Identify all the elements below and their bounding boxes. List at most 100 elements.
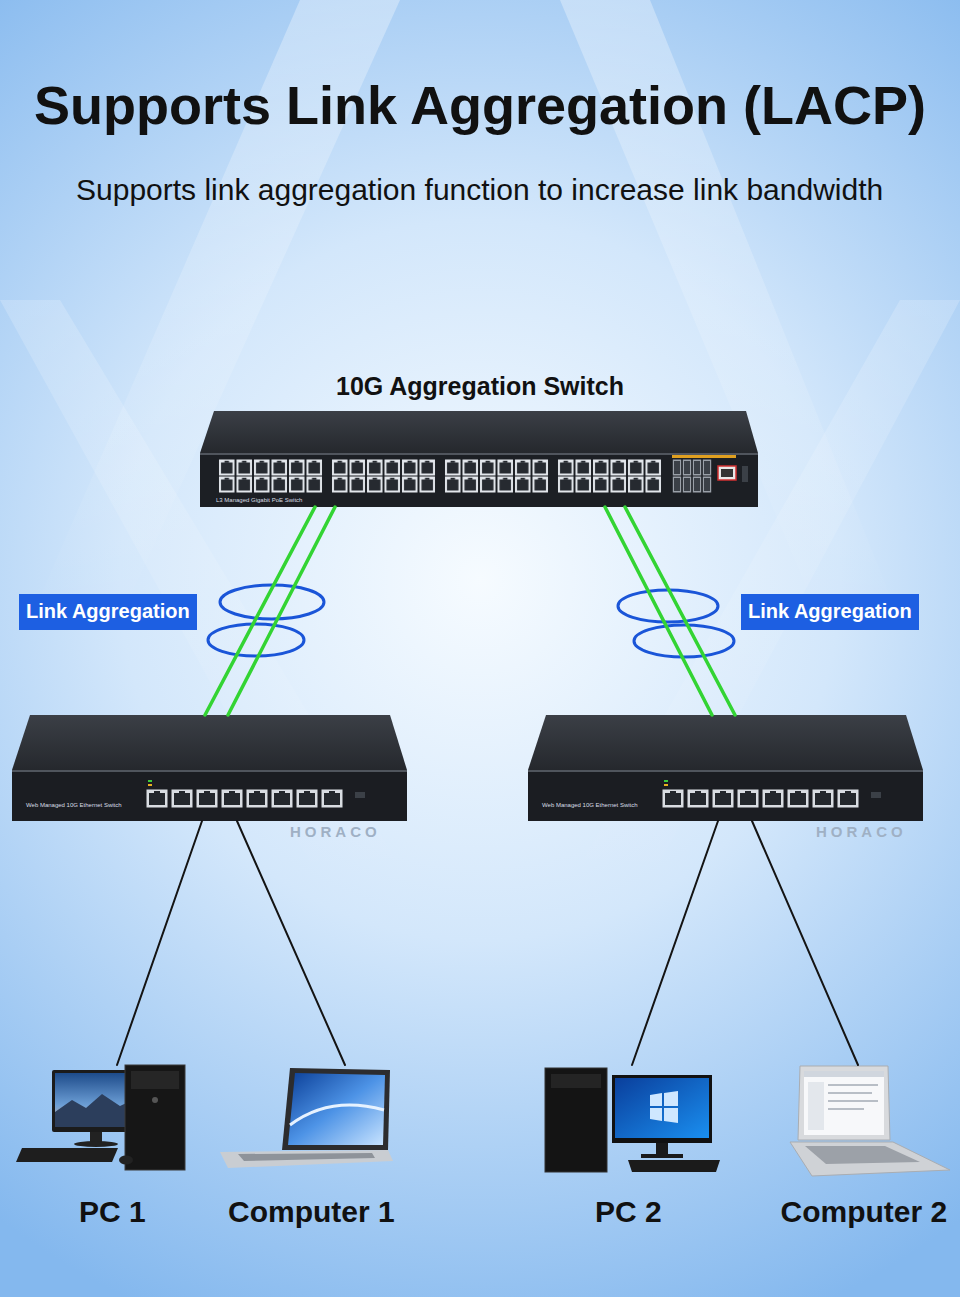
console-port [718, 466, 736, 480]
link-aggregation-tag: Link Aggregation [741, 594, 919, 630]
link-aggregation-tag: Link Aggregation [19, 594, 197, 630]
end-device: Computer 2 [776, 1065, 953, 1243]
ethernet-cable [752, 821, 858, 1065]
access-switch: Web Managed 10G Ethernet Switch [528, 715, 923, 821]
status-led [148, 780, 152, 782]
device-label: Computer 2 [781, 1195, 948, 1230]
monitor-stand [656, 1143, 668, 1155]
status-led [148, 784, 152, 786]
laptop-screen [804, 1071, 884, 1135]
ethernet-cable [632, 821, 718, 1065]
ethernet-cable [117, 821, 202, 1065]
window-pane [650, 1093, 662, 1106]
laptop-lid [798, 1066, 890, 1140]
watermark: HORACO [816, 823, 907, 840]
aggregated-link [205, 507, 315, 715]
monitor-base [74, 1141, 118, 1147]
switch-front-face [528, 770, 923, 821]
desktop-pc-drawing [16, 1065, 185, 1170]
page-subtitle: Supports link aggregation function to in… [76, 173, 883, 208]
laptop-base [790, 1142, 950, 1176]
aggregation-ring [208, 624, 304, 656]
pc-tower [545, 1068, 607, 1172]
desktop-pc-drawing [545, 1068, 720, 1172]
screen-toolbar [804, 1071, 884, 1077]
drive-bay [131, 1071, 179, 1089]
drive-bay [551, 1074, 601, 1088]
monitor-screen [615, 1078, 709, 1138]
aggregation-switch: 10G Aggregation Switch L3 Managed Gigabit… [200, 371, 760, 507]
port-group [557, 459, 662, 493]
port-group [218, 459, 323, 493]
label-strip [672, 455, 736, 458]
switch-model-text: L3 Managed Gigabit PoE Switch [216, 497, 302, 504]
laptop-drawing [790, 1066, 950, 1176]
device-label: PC 1 [79, 1195, 146, 1230]
switch-edge-highlight [528, 770, 923, 772]
screen-line [828, 1084, 878, 1086]
pc-tower [125, 1065, 185, 1170]
device-label: PC 2 [595, 1195, 662, 1230]
access-switch-drawing [528, 715, 923, 821]
ethernet-cable [237, 821, 345, 1065]
status-led [664, 784, 668, 786]
monitor-base [641, 1154, 683, 1158]
port-row [145, 789, 345, 808]
screen-line [828, 1108, 864, 1110]
watermark: HORACO [290, 823, 381, 840]
reset-slot [871, 792, 881, 798]
device-label: Computer 1 [228, 1195, 395, 1230]
laptop-keyboard [238, 1153, 375, 1161]
reset-slot [742, 466, 748, 482]
aggregated-link [228, 507, 335, 715]
switch-model-text: Web Managed 10G Ethernet Switch [26, 802, 122, 809]
power-button [152, 1097, 158, 1103]
aggregation-ring [634, 625, 734, 657]
switch-edge-highlight [12, 770, 407, 772]
switch-model-text: Web Managed 10G Ethernet Switch [542, 802, 638, 809]
switch-top-face [12, 715, 407, 770]
window-pane [664, 1108, 678, 1123]
aggregation-ring [618, 590, 718, 622]
window-pane [664, 1091, 678, 1106]
port-group [331, 459, 436, 493]
end-device: PC 2 [535, 1065, 721, 1243]
switch-top-face [200, 411, 758, 453]
laptop-lid [282, 1068, 390, 1150]
monitor-frame [612, 1075, 712, 1143]
end-device: PC 1 [15, 1065, 210, 1243]
screen-line [828, 1092, 872, 1094]
console-socket [721, 469, 733, 477]
keyboard [628, 1160, 720, 1172]
laptop-screen [288, 1073, 385, 1145]
screen-line [828, 1100, 878, 1102]
mouse [119, 1156, 133, 1165]
switch-front-face [200, 453, 758, 507]
laptop-base [220, 1150, 393, 1168]
sfp-ports [672, 459, 712, 493]
aggregated-link [625, 507, 735, 715]
keyboard [16, 1148, 118, 1162]
access-switch: Web Managed 10G Ethernet Switch [12, 715, 407, 821]
screen-wave [290, 1105, 384, 1125]
laptop-keyboard [805, 1146, 920, 1164]
access-switch-drawing [12, 715, 407, 821]
tag-text: Link Aggregation [26, 600, 190, 623]
monitor-stand [90, 1132, 102, 1142]
switch-front-face [12, 770, 407, 821]
page-title: Supports Link Aggregation (LACP) [34, 74, 926, 136]
switch-edge-highlight [200, 453, 758, 455]
screen-sidebar [808, 1082, 824, 1130]
laptop-drawing [220, 1068, 393, 1168]
switch-top-face [528, 715, 923, 770]
switch-heading: 10G Aggregation Switch [336, 372, 624, 401]
status-led [664, 780, 668, 782]
tag-text: Link Aggregation [748, 600, 912, 623]
aggregation-switch-drawing [200, 411, 758, 507]
end-device: Computer 1 [213, 1065, 409, 1243]
port-group [444, 459, 549, 493]
window-pane [650, 1108, 662, 1121]
aggregated-link [605, 507, 712, 715]
reset-slot [355, 792, 365, 798]
